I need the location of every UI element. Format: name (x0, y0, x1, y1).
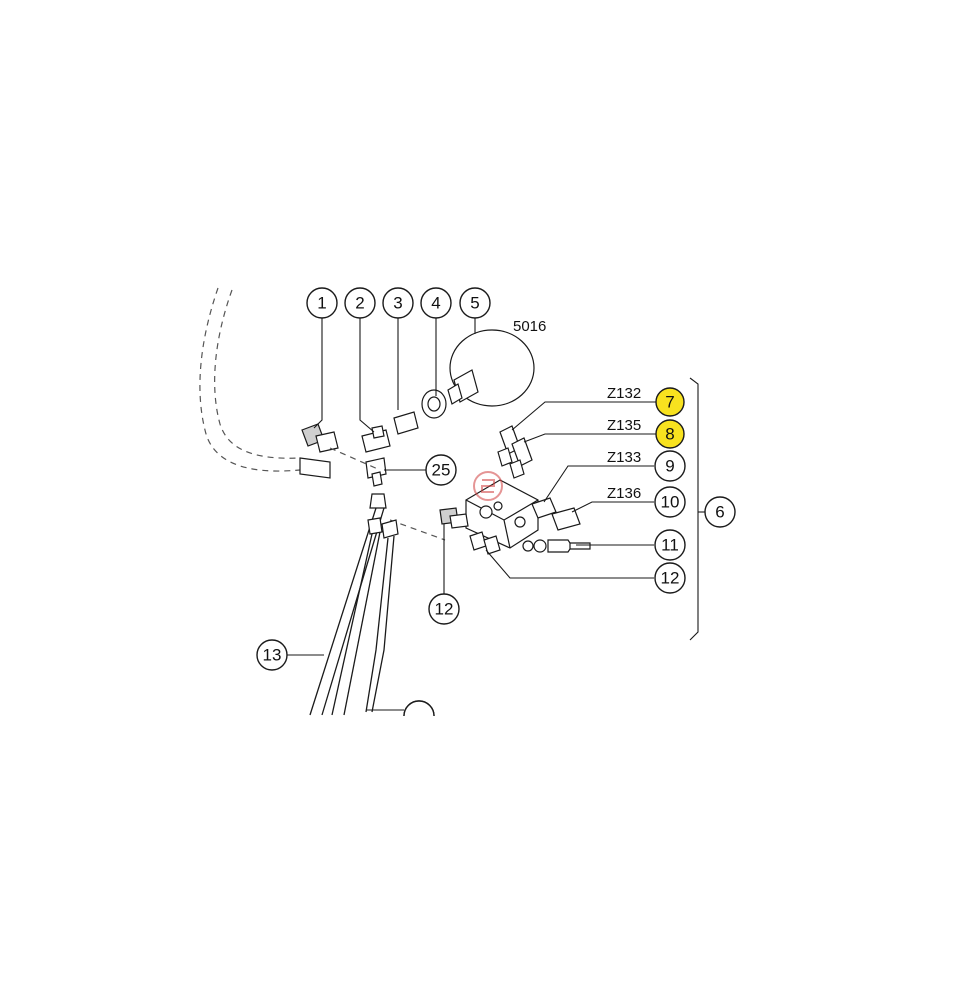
part-25-tee (365, 457, 387, 487)
part-5-accumulator (447, 329, 535, 407)
callout-9: 9 (654, 450, 686, 482)
manifold-block (465, 479, 539, 549)
part-2-tee-fitting (361, 425, 391, 453)
svg-text:12: 12 (435, 600, 454, 619)
callout-4: 4 (420, 287, 452, 319)
callout-1: 1 (306, 287, 338, 319)
code-z135: Z135 (607, 417, 641, 434)
leader-lines (287, 318, 656, 711)
svg-text:7: 7 (665, 393, 674, 412)
part-4-nut (421, 389, 447, 419)
svg-text:1: 1 (317, 294, 326, 313)
group-6-bracket (689, 377, 699, 641)
part-12-fittings (439, 507, 501, 555)
callout-7: 7 (655, 387, 685, 417)
callout-5: 5 (459, 287, 491, 319)
hose-dashed (199, 287, 331, 479)
callout-11: 11 (654, 529, 686, 561)
callout-13: 13 (256, 639, 288, 671)
callout-6: 6 (704, 496, 736, 528)
callout-12-left: 12 (428, 593, 460, 625)
callout-25: 25 (425, 454, 457, 486)
svg-text:3: 3 (393, 294, 402, 313)
svg-text:4: 4 (431, 294, 440, 313)
callout-21-cropped-arc (403, 700, 435, 717)
assembly-axis-line (329, 447, 381, 471)
callout-8: 8 (655, 419, 685, 449)
svg-text:9: 9 (665, 457, 674, 476)
svg-text:12: 12 (661, 569, 680, 588)
svg-text:6: 6 (715, 503, 724, 522)
svg-text:13: 13 (263, 646, 282, 665)
svg-text:8: 8 (665, 425, 674, 444)
code-z133: Z133 (607, 449, 641, 466)
callout-10: 10 (654, 486, 686, 518)
code-z132: Z132 (607, 385, 641, 402)
pipes-13-21 (309, 493, 399, 716)
svg-text:10: 10 (661, 493, 680, 512)
fittings-9-10 (531, 497, 581, 531)
watermark-logo (473, 471, 503, 501)
code-z136: Z136 (607, 485, 641, 502)
svg-text:11: 11 (661, 536, 679, 555)
callout-3: 3 (382, 287, 414, 319)
svg-text:25: 25 (432, 461, 451, 480)
svg-text:2: 2 (355, 294, 364, 313)
part-3-adapter (393, 411, 419, 435)
crop-mask (0, 716, 968, 1000)
assembly-axis-line-2 (389, 519, 446, 541)
svg-text:5: 5 (470, 294, 479, 313)
code-5016: 5016 (513, 318, 546, 335)
bolt-washer-11 (522, 539, 591, 553)
callout-12-right: 12 (654, 562, 686, 594)
part-1-elbow-fitting (301, 423, 339, 453)
callout-2: 2 (344, 287, 376, 319)
sensor-fittings-7-8 (497, 425, 533, 479)
